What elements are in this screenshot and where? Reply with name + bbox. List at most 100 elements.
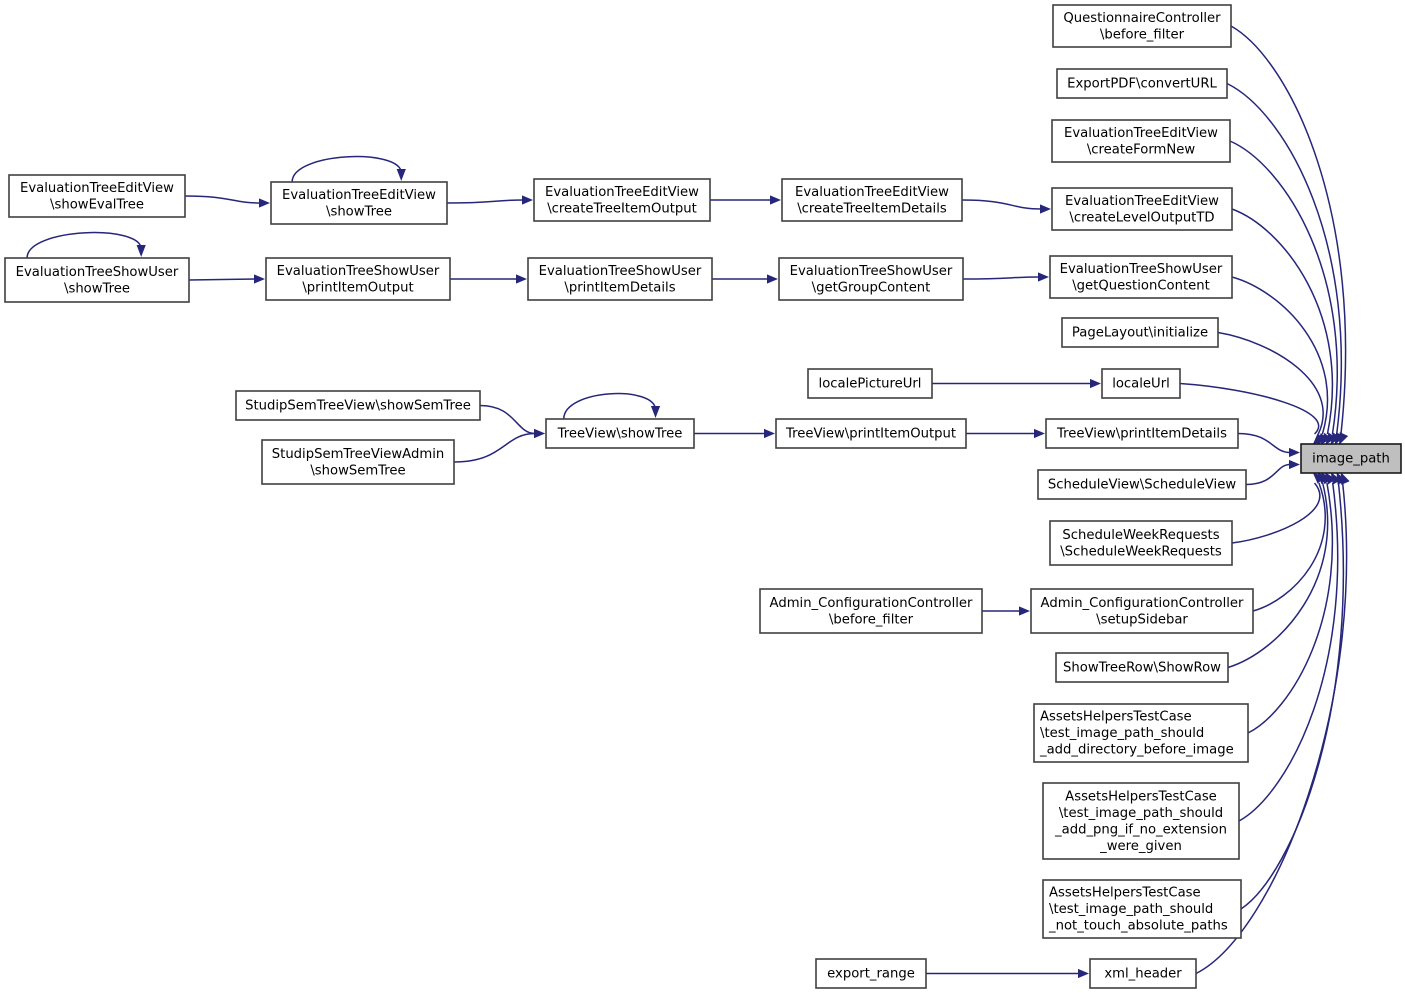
node-rect[interactable]: [270, 181, 448, 225]
node-rect[interactable]: [235, 390, 481, 421]
focus-node-rect[interactable]: [1300, 443, 1402, 474]
graph-node-scheduleweekrequests-scheduleweekrequests[interactable]: ScheduleWeekRequests\ScheduleWeekRequest…: [1049, 520, 1233, 566]
edge-arrowhead: [1090, 378, 1101, 389]
graph-node-evaluationtreeeditview-createformnew[interactable]: EvaluationTreeEditView\createFormNew: [1051, 119, 1231, 163]
edge-localeurl-to-image-path: [1179, 382, 1320, 435]
node-rect[interactable]: [778, 257, 964, 301]
node-label-line: image_path: [1312, 452, 1390, 467]
graph-node-scheduleview-scheduleview[interactable]: ScheduleView\ScheduleView: [1037, 469, 1247, 500]
node-rect[interactable]: [8, 174, 186, 218]
node-label-line: \showEvalTree: [50, 197, 144, 212]
graph-node-admin-configurationcontroller-before-filter[interactable]: Admin_ConfigurationController\before_fil…: [759, 588, 983, 634]
node-label-line: \printItemDetails: [564, 280, 675, 295]
node-rect[interactable]: [1056, 68, 1228, 99]
graph-node-treeview-printitemdetails[interactable]: TreeView\printItemDetails: [1045, 418, 1239, 449]
node-label-line: EvaluationTreeShowUser: [16, 265, 179, 280]
node-label-line: \setupSidebar: [1096, 612, 1188, 627]
graph-node-localeurl[interactable]: localeUrl: [1101, 368, 1181, 399]
node-rect[interactable]: [545, 418, 695, 449]
graph-node-localepictureurl[interactable]: localePictureUrl: [807, 368, 933, 399]
node-rect[interactable]: [1089, 958, 1197, 989]
graph-node-evaluationtreeshowuser-showtree[interactable]: EvaluationTreeShowUser\showTree: [4, 257, 190, 303]
edge-pagelayout-initialize-to-image-path: [1217, 331, 1324, 435]
graph-node-questionnairecontroller-before-filter[interactable]: QuestionnaireController\before_filter: [1052, 4, 1232, 48]
graph-node-export-range[interactable]: export_range: [815, 958, 927, 989]
node-rect[interactable]: [1052, 4, 1232, 48]
edge-arrowhead: [1312, 433, 1325, 445]
node-rect[interactable]: [1037, 469, 1247, 500]
graph-node-evaluationtreeshowuser-printitemdetails[interactable]: EvaluationTreeShowUser\printItemDetails: [527, 257, 713, 301]
graph-node-evaluationtreeshowuser-getquestioncontent[interactable]: EvaluationTreeShowUser\getQuestionConten…: [1049, 255, 1233, 299]
graph-node-evaluationtreeeditview-showevaltree[interactable]: EvaluationTreeEditView\showEvalTree: [8, 174, 186, 218]
node-rect[interactable]: [533, 178, 711, 222]
graph-node-studipsemtreeviewadmin-showsemtree[interactable]: StudipSemTreeViewAdmin\showSemTree: [261, 439, 455, 485]
edge-arrowhead: [767, 274, 778, 284]
edge-evaluationtreeeditview-to-evaluationtreeeditview: [184, 195, 261, 204]
edge-arrowhead: [650, 406, 661, 418]
graph-node-showtreerow-showrow[interactable]: ShowTreeRow\ShowRow: [1055, 652, 1229, 683]
graph-node-xml-header[interactable]: xml_header: [1089, 958, 1197, 989]
node-rect[interactable]: [807, 368, 933, 399]
graph-node-admin-configurationcontroller-setupsidebar[interactable]: Admin_ConfigurationController\setupSideb…: [1030, 588, 1254, 634]
graph-node-evaluationtreeeditview-showtree[interactable]: EvaluationTreeEditView\showTree: [270, 181, 448, 225]
node-rect[interactable]: [1030, 588, 1254, 634]
node-label-line: AssetsHelpersTestCase: [1040, 710, 1192, 725]
edge-arrowhead: [1078, 968, 1089, 979]
graph-node-treeview-printitemoutput[interactable]: TreeView\printItemOutput: [775, 418, 967, 449]
graph-node-evaluationtreeeditview-createtreeitemoutput[interactable]: EvaluationTreeEditView\createTreeItemOut…: [533, 178, 711, 222]
node-rect[interactable]: [815, 958, 927, 989]
edge-evaluationtreeshowuser-to-image-path: [1231, 276, 1329, 435]
node-rect[interactable]: [1061, 317, 1219, 348]
graph-node-pagelayout-initialize[interactable]: PageLayout\initialize: [1061, 317, 1219, 348]
edge-arrowhead: [764, 428, 775, 439]
graph-node-evaluationtreeeditview-createtreeitemdetails[interactable]: EvaluationTreeEditView\createTreeItemDet…: [781, 178, 963, 222]
node-label-line: EvaluationTreeShowUser: [1060, 262, 1223, 277]
graph-node-evaluationtreeshowuser-getgroupcontent[interactable]: EvaluationTreeShowUser\getGroupContent: [778, 257, 964, 301]
node-rect[interactable]: [527, 257, 713, 301]
graph-node-assetshelperstestcase-test-image-path-should-add-png-if-no-e[interactable]: AssetsHelpersTestCase\test_image_path_sh…: [1042, 782, 1240, 860]
node-label-line: \getGroupContent: [812, 280, 931, 295]
node-rect[interactable]: [4, 257, 190, 303]
node-rect[interactable]: [1051, 119, 1231, 163]
node-label-line: EvaluationTreeShowUser: [277, 264, 440, 279]
node-rect[interactable]: [1042, 782, 1240, 860]
graph-node-assetshelperstestcase-test-image-path-should-add-directory-b[interactable]: AssetsHelpersTestCase\test_image_path_sh…: [1033, 703, 1249, 763]
graph-node-studipsemtreeview-showsemtree[interactable]: StudipSemTreeView\showSemTree: [235, 390, 481, 421]
graph-node-exportpdf-converturl[interactable]: ExportPDF\convertURL: [1056, 68, 1228, 99]
node-rect[interactable]: [1033, 703, 1249, 763]
node-rect[interactable]: [1049, 520, 1233, 566]
node-rect[interactable]: [759, 588, 983, 634]
graph-node-evaluationtreeeditview-createleveloutputtd[interactable]: EvaluationTreeEditView\createLevelOutput…: [1051, 187, 1233, 231]
node-layer: EvaluationTreeEditView\showEvalTreeEvalu…: [4, 4, 1402, 989]
edge-evaluationtreeeditview-to-evaluationtreeeditview-self: [291, 155, 402, 183]
edge-arrowhead: [1038, 272, 1049, 282]
node-label-line: ScheduleView\ScheduleView: [1048, 478, 1236, 493]
node-label-line: EvaluationTreeShowUser: [790, 264, 953, 279]
node-rect[interactable]: [1055, 652, 1229, 683]
node-label-line: _were_given: [1099, 839, 1182, 854]
edge-evaluationtreeshowuser-to-evaluationtreeshowuser: [188, 278, 256, 281]
node-rect[interactable]: [1101, 368, 1181, 399]
graph-node-treeview-showtree[interactable]: TreeView\showTree: [545, 418, 695, 449]
node-rect[interactable]: [1045, 418, 1239, 449]
node-rect[interactable]: [775, 418, 967, 449]
graph-node-image-path[interactable]: image_path: [1300, 443, 1402, 474]
node-rect[interactable]: [265, 257, 451, 301]
node-rect[interactable]: [781, 178, 963, 222]
node-label-line: \showSemTree: [310, 463, 405, 478]
edge-showtreerow-showrow-to-image-path: [1227, 482, 1329, 669]
graph-node-evaluationtreeshowuser-printitemoutput[interactable]: EvaluationTreeShowUser\printItemOutput: [265, 257, 451, 301]
node-label-line: _not_touch_absolute_paths: [1048, 919, 1228, 934]
node-rect[interactable]: [1049, 255, 1233, 299]
node-rect[interactable]: [261, 439, 455, 485]
edge-arrowhead: [1324, 472, 1336, 485]
node-rect[interactable]: [1051, 187, 1233, 231]
graph-node-assetshelperstestcase-test-image-path-should-not-touch-absol[interactable]: AssetsHelpersTestCase\test_image_path_sh…: [1042, 879, 1242, 939]
edge-admin-configurationcontroller-to-image-path: [1252, 482, 1326, 612]
edge-arrowhead: [136, 245, 146, 257]
node-label-line: \createTreeItemDetails: [797, 201, 947, 216]
node-label-line: ScheduleWeekRequests: [1062, 528, 1219, 543]
edge-arrowhead: [1330, 472, 1341, 485]
node-label-line: \createTreeItemOutput: [547, 201, 697, 216]
node-rect[interactable]: [1042, 879, 1242, 939]
